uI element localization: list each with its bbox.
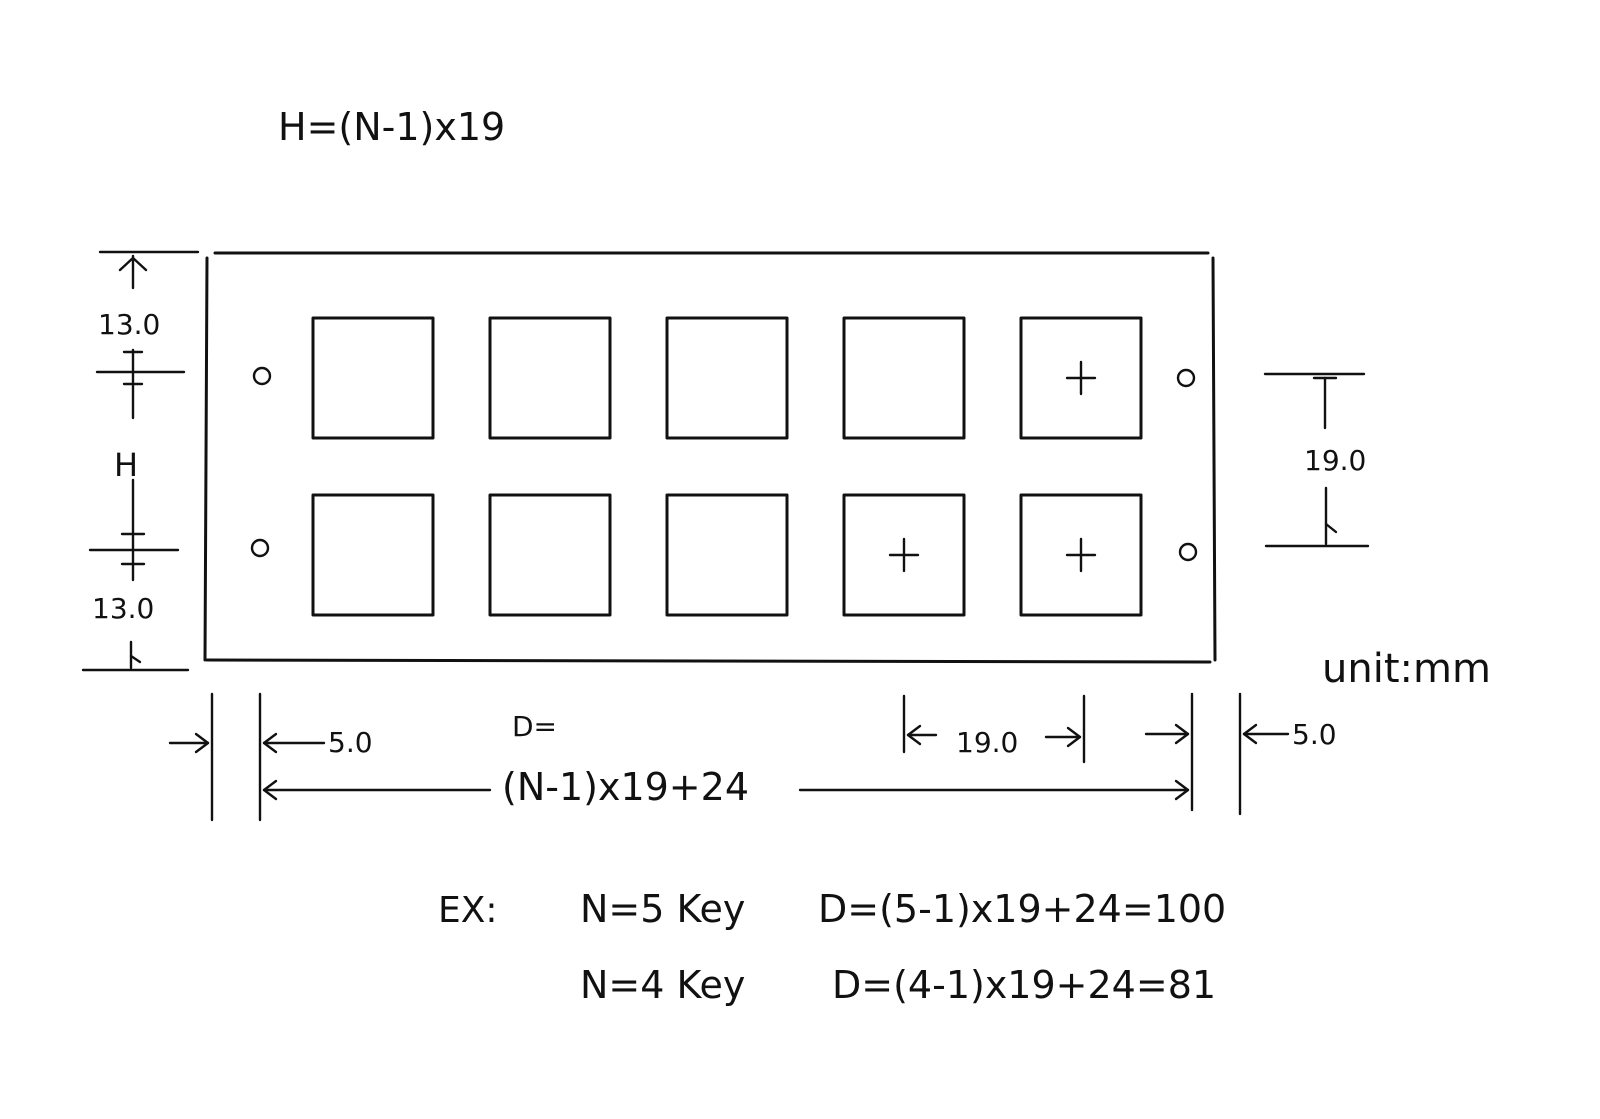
bottom-d-label-line2: (N-1)x19+24 xyxy=(502,765,749,809)
mounting-hole-top-right xyxy=(1176,368,1196,388)
key-cutout xyxy=(311,316,435,440)
plus-mark-icon xyxy=(888,537,920,573)
example-line1-d: D=(5-1)x19+24=100 xyxy=(818,887,1226,931)
key-cutout xyxy=(665,316,789,440)
left-top-margin-label: 13.0 xyxy=(98,308,160,341)
key-cutout xyxy=(665,493,789,617)
right-pitch-label: 19.0 xyxy=(1304,444,1366,477)
example-line1-n: N=5 Key xyxy=(580,887,745,931)
key-cutout xyxy=(488,493,612,617)
formula-h: H=(N-1)x19 xyxy=(278,105,505,149)
key-cutout xyxy=(1019,493,1143,617)
example-prefix: EX: xyxy=(438,890,498,931)
bottom-d-label-line1: D= xyxy=(512,710,557,743)
key-cutout xyxy=(488,316,612,440)
key-cutout xyxy=(311,493,435,617)
key-cutout xyxy=(1019,316,1143,440)
left-bottom-margin-label: 13.0 xyxy=(92,592,154,625)
bottom-right-margin-label: 5.0 xyxy=(1292,718,1337,751)
key-cutouts xyxy=(311,316,1143,617)
right-dimension-lines xyxy=(1263,372,1370,548)
unit-label: unit:mm xyxy=(1322,646,1491,692)
mounting-hole-top-left xyxy=(252,366,272,386)
mounting-hole-bottom-right xyxy=(1178,542,1198,562)
left-middle-label: H xyxy=(114,446,138,484)
left-dimension-lines xyxy=(81,250,200,672)
bottom-dimension-lines xyxy=(168,692,1290,822)
example-line2-n: N=4 Key xyxy=(580,963,745,1007)
panel-outline xyxy=(203,251,1217,664)
mounting-holes xyxy=(250,366,1198,562)
plus-mark-icon xyxy=(1065,360,1097,396)
key-cutout xyxy=(842,316,966,440)
bottom-pitch-label: 19.0 xyxy=(956,726,1018,759)
bottom-left-margin-label: 5.0 xyxy=(328,726,373,759)
mounting-hole-bottom-left xyxy=(250,538,270,558)
example-line2-d: D=(4-1)x19+24=81 xyxy=(832,963,1216,1007)
plus-mark-icon xyxy=(1065,537,1097,573)
key-cutout xyxy=(842,493,966,617)
